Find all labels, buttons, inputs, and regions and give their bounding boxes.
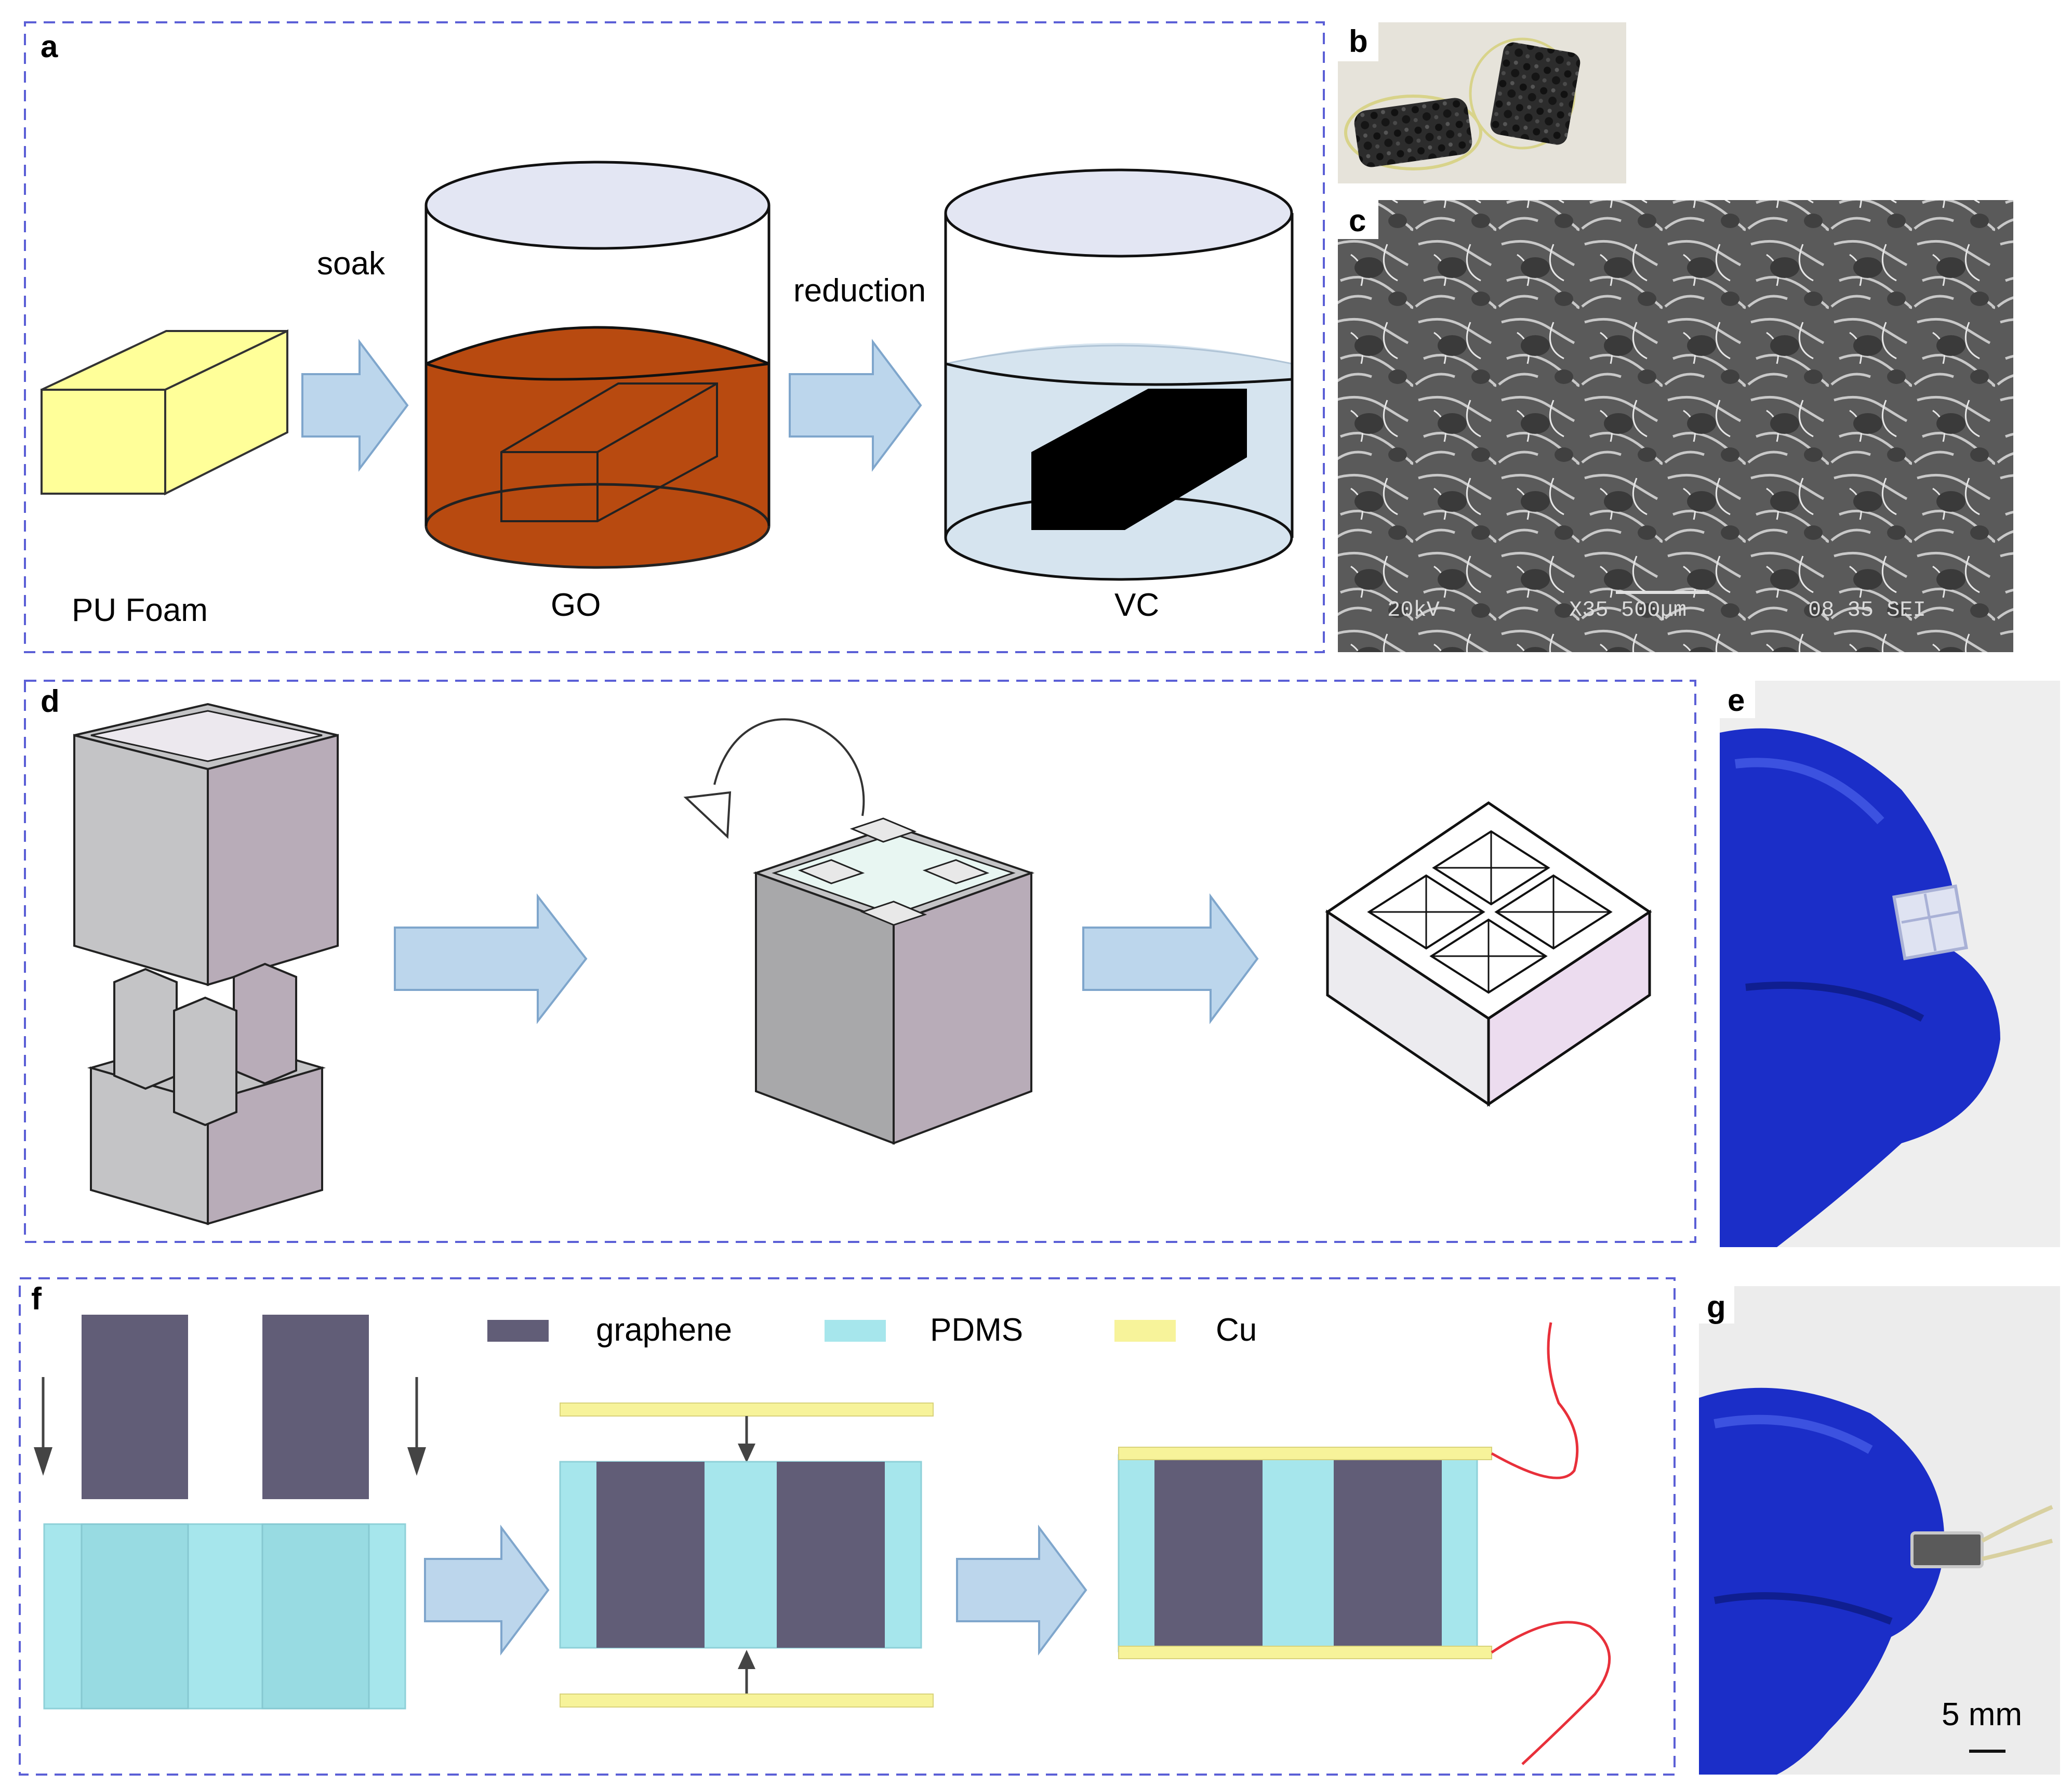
legend-swatch-pdms <box>825 1320 886 1342</box>
pdms-frame <box>1325 801 1652 1107</box>
cu-bottom-plate <box>560 1694 934 1708</box>
mold-open-box <box>73 703 339 986</box>
panel-e-label: e <box>1728 683 1745 718</box>
soak-label: soak <box>317 246 386 282</box>
arrow-reduction <box>789 339 922 472</box>
panel-c-sem-image <box>1338 200 2013 652</box>
panel-g: g 5 mm <box>1699 1286 2060 1775</box>
legend-swatch-graphene <box>487 1320 549 1342</box>
panel-d: d <box>24 680 1696 1243</box>
panel-a-label: a <box>41 29 58 64</box>
wire-bottom <box>1491 1621 1611 1765</box>
sem-scale: 500μm <box>1621 598 1686 623</box>
assembled-mold <box>752 817 1035 1145</box>
panel-c-label: c <box>1349 203 1366 238</box>
legend: graphene PDMS Cu <box>487 1312 1257 1348</box>
foam-sample-1 <box>1354 98 1472 167</box>
arrow-d1 <box>394 893 588 1024</box>
panel-f: f graphene PDMS Cu <box>19 1277 1676 1776</box>
panel-e: e <box>1720 681 2060 1247</box>
panel-a-border <box>24 21 1325 653</box>
device-wire-1 <box>1981 1505 2053 1543</box>
assembly-step-3 <box>1118 1322 1611 1765</box>
legend-label-cu: Cu <box>1216 1312 1257 1348</box>
vc-label: VC <box>1114 587 1159 623</box>
pu-foam-block <box>41 329 288 496</box>
go-label: GO <box>551 587 601 623</box>
pu-foam-label: PU Foam <box>72 592 208 628</box>
arrow-f1 <box>424 1525 550 1656</box>
cu-top-electrode <box>1118 1447 1492 1460</box>
sem-magnification: X35 <box>1569 598 1609 623</box>
graphene-block-1 <box>82 1315 188 1499</box>
scale-bar-label: 5 mm <box>1942 1697 2022 1732</box>
panel-b: b <box>1338 22 1626 183</box>
sensor-device <box>1910 1531 1984 1568</box>
glove-hand-e <box>1720 728 2000 1247</box>
rotation-arrow <box>713 718 865 816</box>
reduced-graphene-block <box>1031 389 1247 530</box>
assembly-step-2 <box>559 1403 934 1708</box>
panel-b-label: b <box>1349 24 1368 59</box>
foam-sample-2 <box>1490 42 1580 145</box>
legend-label-graphene: graphene <box>596 1312 732 1348</box>
panel-f-border <box>19 1277 1676 1776</box>
mold-base-pillars <box>87 962 326 1225</box>
panel-c: c 20kV X35 500μm 08 35 SEI <box>1338 200 2013 652</box>
arrow-d2 <box>1082 893 1259 1024</box>
panel-a: a PU Foam soak GO reduction <box>24 21 1325 653</box>
wire-top <box>1491 1322 1579 1479</box>
panel-d-label: d <box>41 684 60 719</box>
down-arrow-left <box>34 1447 52 1476</box>
arrow-f2 <box>956 1525 1087 1656</box>
vc-beaker <box>944 168 1294 581</box>
panel-f-label: f <box>31 1281 42 1316</box>
cu-top-plate <box>560 1403 934 1417</box>
reduction-label: reduction <box>793 273 926 309</box>
sem-code: 08 35 SEI <box>1808 598 1926 623</box>
graphene-block-2 <box>262 1315 369 1499</box>
sem-voltage: 20kV <box>1387 598 1440 623</box>
cu-bottom-electrode <box>1118 1646 1492 1659</box>
arrow-soak <box>301 339 409 472</box>
go-beaker <box>424 161 771 569</box>
panel-d-border <box>24 680 1696 1243</box>
device-wire-2 <box>1982 1539 2053 1561</box>
assembly-step-1 <box>34 1315 426 1710</box>
down-arrow-right <box>407 1447 426 1476</box>
legend-label-pdms: PDMS <box>930 1312 1023 1348</box>
legend-swatch-cu <box>1114 1320 1176 1342</box>
panel-g-label: g <box>1707 1289 1726 1324</box>
glove-hand-g <box>1699 1387 1945 1775</box>
